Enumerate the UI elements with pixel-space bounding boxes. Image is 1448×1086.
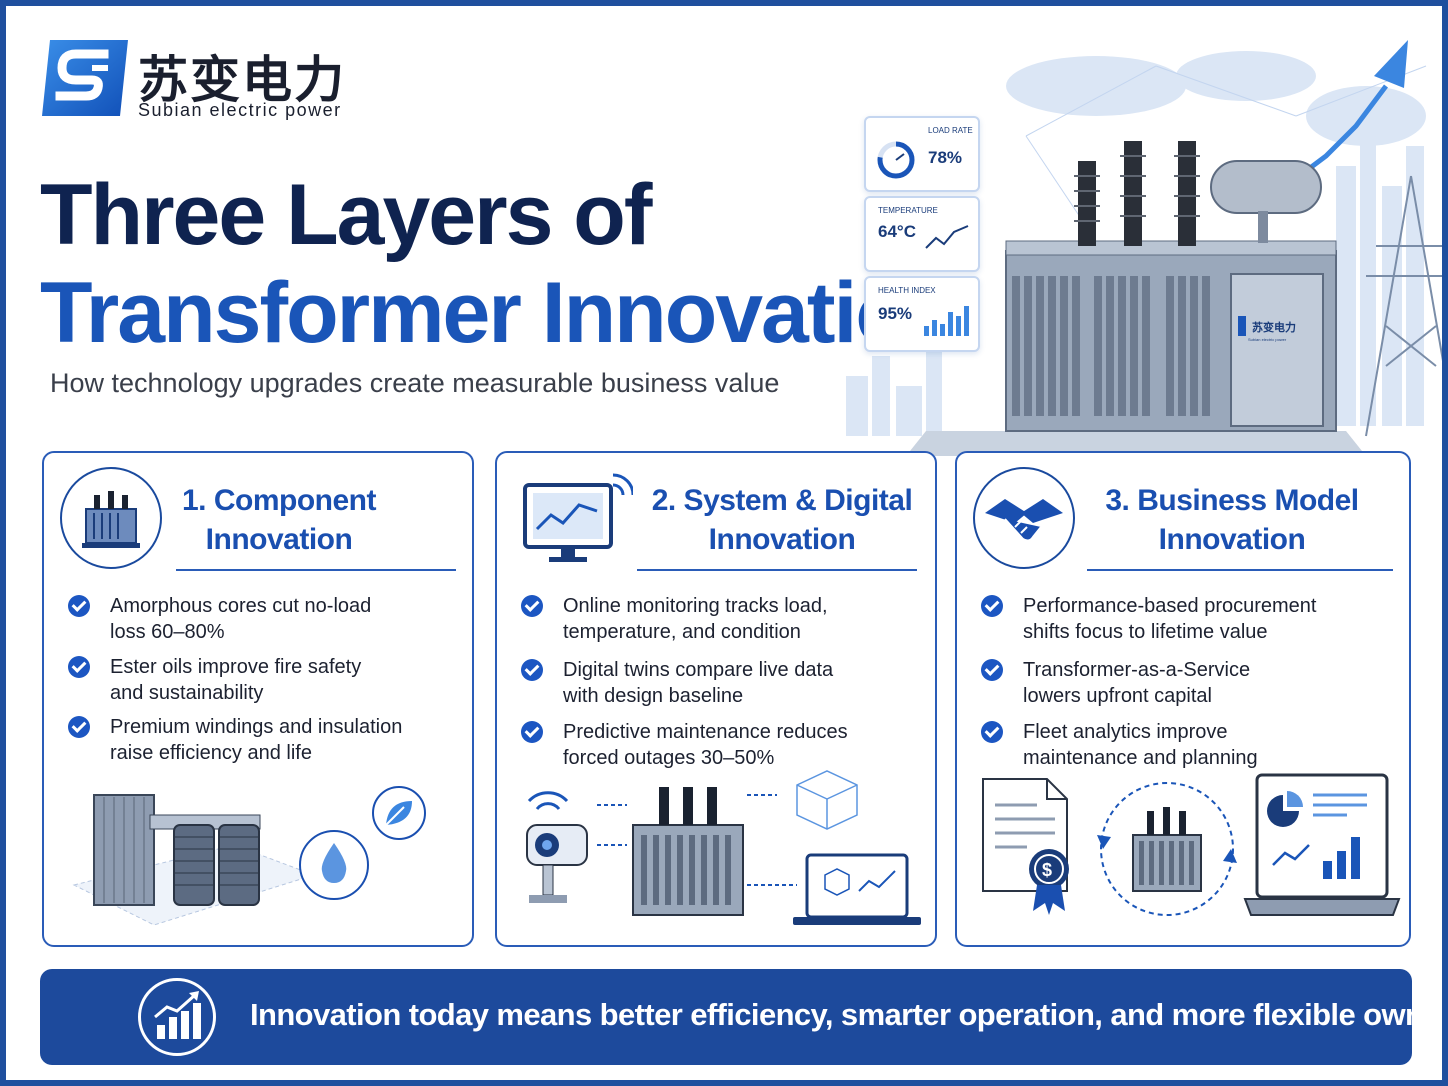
conclusion-banner: Innovation today means better efficiency… — [40, 969, 1442, 1065]
card-title-line1: 2. System & Digital — [651, 484, 913, 517]
bullet-text: and sustainability — [110, 682, 264, 704]
svg-text:$: $ — [1042, 860, 1052, 880]
growth-chart-icon — [138, 978, 216, 1056]
card-component-innovation: 1. Component Innovation Amorphous cores … — [42, 451, 474, 947]
sensor-camera-icon — [526, 791, 588, 903]
brand-name-en: Subian electric power — [138, 100, 342, 120]
laptop-dashboard-icon — [1243, 773, 1401, 916]
subian-logo-icon — [42, 40, 128, 116]
page-subtitle: How technology upgrades create measurabl… — [50, 368, 780, 398]
contract-document-icon: $ — [982, 778, 1069, 915]
bullet-text: Predictive maintenance reduces — [563, 721, 848, 743]
gauge-icon — [877, 141, 915, 179]
page-title-line2: Transformer Innovation — [40, 265, 958, 361]
infographic-page: 苏变电力 Subian electric power Three Layers … — [6, 6, 1442, 1080]
bullet-text: temperature, and condition — [563, 621, 801, 643]
checkmark-icon — [68, 595, 90, 617]
core-windings-illustration — [72, 786, 426, 926]
unit-plate-cn: 苏变电力 — [1252, 320, 1296, 334]
conclusion-text: Innovation today means better efficiency… — [250, 997, 1442, 1032]
checkmark-icon — [521, 595, 543, 617]
metric-label: TEMPERATURE — [878, 206, 938, 215]
hero-transformer-illustration: 苏变电力 Subian electric power — [846, 40, 1442, 456]
checkmark-icon — [981, 595, 1003, 617]
metric-card-load-rate: LOAD RATE 78% — [864, 116, 980, 192]
metric-value: 78% — [928, 148, 963, 167]
metric-value: 64°C — [878, 222, 916, 241]
bullet-text: maintenance and planning — [1023, 747, 1258, 769]
metric-card-health-index: HEALTH INDEX 95% — [864, 276, 980, 352]
transformer-icon — [632, 787, 744, 916]
laptop-analytics-icon — [793, 853, 921, 925]
card-title-line1: 1. Component — [182, 484, 377, 517]
card-title-line2: Innovation — [708, 523, 856, 556]
trend-line-icon — [925, 225, 969, 249]
card-system-digital-innovation: 2. System & Digital Innovation Online mo… — [495, 451, 937, 947]
bullet-text: lowers upfront capital — [1023, 685, 1212, 707]
digital-twin-illustration — [526, 770, 921, 925]
metric-label: LOAD RATE — [928, 126, 973, 135]
monitor-analytics-icon — [523, 473, 633, 562]
transformer-icon — [60, 467, 162, 569]
card-title: 1. Component Innovation — [169, 481, 389, 559]
bullet-text: Premium windings and insulation — [110, 716, 403, 738]
digital-twin-cube-icon — [796, 770, 858, 830]
handshake-icon — [973, 467, 1075, 569]
metric-card-temperature: TEMPERATURE 64°C — [864, 196, 980, 272]
bullet-text: Digital twins compare live data — [563, 659, 834, 681]
bullet-text: Amorphous cores cut no-load — [110, 595, 372, 617]
card-title: 3. Business Model Innovation — [1087, 481, 1377, 559]
checkmark-icon — [68, 656, 90, 678]
bullet-text: Ester oils improve fire safety — [110, 656, 362, 678]
bullet-text: forced outages 30–50% — [563, 747, 775, 769]
bullet-text: Transformer-as-a-Service — [1023, 659, 1251, 681]
checkmark-icon — [521, 721, 543, 743]
checkmark-icon — [981, 659, 1003, 681]
card-title-line2: Innovation — [1158, 523, 1306, 556]
bullet-text: Online monitoring tracks load, — [563, 595, 828, 617]
card-title-line2: Innovation — [205, 523, 353, 556]
bullet-text: raise efficiency and life — [110, 742, 312, 764]
bullet-text: loss 60–80% — [110, 621, 225, 643]
card-divider — [176, 569, 456, 571]
metric-label: HEALTH INDEX — [878, 286, 936, 295]
checkmark-icon — [68, 716, 90, 738]
brand-name-cn: 苏变电力 — [138, 51, 346, 109]
bullet-text: with design baseline — [563, 685, 744, 707]
service-model-illustration: $ — [982, 773, 1401, 916]
checkmark-icon — [981, 721, 1003, 743]
bullet-text: Performance-based procurement — [1023, 595, 1317, 617]
card-title-line1: 3. Business Model — [1105, 484, 1359, 517]
page-title-line1: Three Layers of — [40, 167, 652, 263]
card-divider — [1087, 569, 1393, 571]
bullet-text: shifts focus to lifetime value — [1023, 621, 1268, 643]
metric-value: 95% — [878, 304, 913, 323]
bullet-text: Fleet analytics improve — [1023, 721, 1228, 743]
checkmark-icon — [521, 659, 543, 681]
unit-plate-en: Subian electric power — [1248, 337, 1287, 342]
card-divider — [637, 569, 917, 571]
bar-chart-icon — [924, 306, 969, 336]
transformer-icon — [1132, 807, 1202, 892]
card-business-model-innovation: 3. Business Model Innovation Performance… — [955, 451, 1411, 947]
card-title: 2. System & Digital Innovation — [637, 481, 927, 559]
